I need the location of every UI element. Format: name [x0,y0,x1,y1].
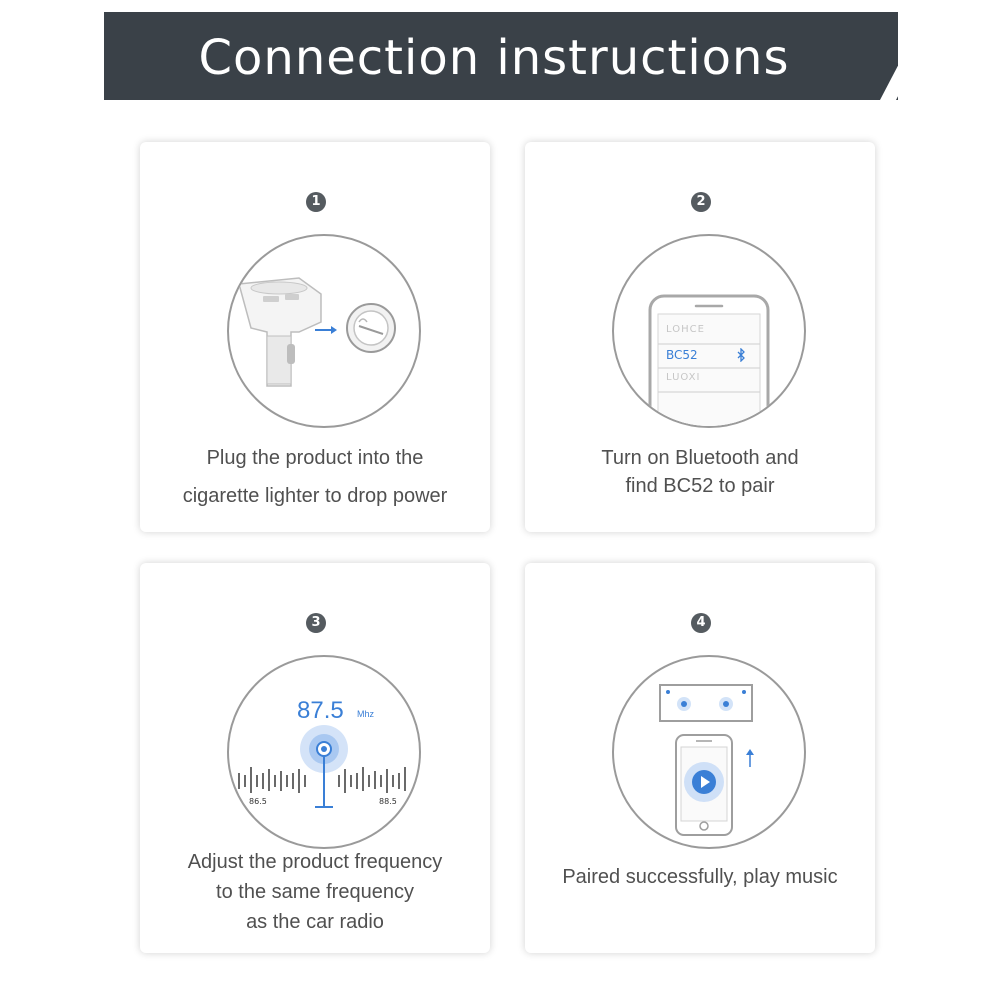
title-banner: Connection instructions [104,12,898,100]
device-list-item-selected: BC52 [666,348,698,362]
caption-line: cigarette lighter to drop power [182,485,448,507]
step-caption: Paired successfully, play music [525,861,875,893]
car-charger-illustration [227,234,421,428]
step-number-badge: 1 [306,192,326,212]
dial-label-left: 86.5 [249,797,267,806]
radio-tuner-illustration: 87.5 Mhz [227,655,421,849]
step-number-badge: 3 [306,613,326,633]
caption-line: as the car radio [246,911,384,933]
step-number-badge: 4 [691,613,711,633]
phone-bluetooth-illustration: LOHCE BC52 LUOXI [612,234,806,428]
step-card-4: 4 Paired successfully, play music [525,563,875,953]
step-caption: Turn on Bluetooth and find BC52 to pair [525,442,875,502]
step-card-3: 3 87.5 Mhz [140,563,490,953]
frequency-value: 87.5 [297,697,344,724]
banner-stripes-decoration [880,65,898,100]
step-caption: Adjust the product frequency to the same… [140,847,490,937]
caption-line: Plug the product into the [206,447,424,469]
caption-line: find BC52 to pair [625,475,775,497]
caption-line: to the same frequency [216,881,414,903]
caption-line: Paired successfully, play music [562,866,838,888]
bluetooth-icon [737,348,745,362]
banner-title: Connection instructions [198,30,790,86]
play-music-illustration [612,655,806,849]
step-card-2: 2 LOHCE BC52 LUOXI Turn on Bluetooth and… [525,142,875,532]
frequency-unit: Mhz [357,709,375,719]
device-list-item: LUOXI [666,372,701,383]
device-list-item: LOHCE [666,324,705,335]
step-caption: Plug the product into the cigarette ligh… [140,442,490,512]
dial-label-right: 88.5 [379,797,397,806]
step-card-1: 1 Plug the product into the cigarette li… [140,142,490,532]
caption-line: Adjust the product frequency [187,851,443,873]
step-number-badge: 2 [691,192,711,212]
caption-line: Turn on Bluetooth and [601,447,799,469]
